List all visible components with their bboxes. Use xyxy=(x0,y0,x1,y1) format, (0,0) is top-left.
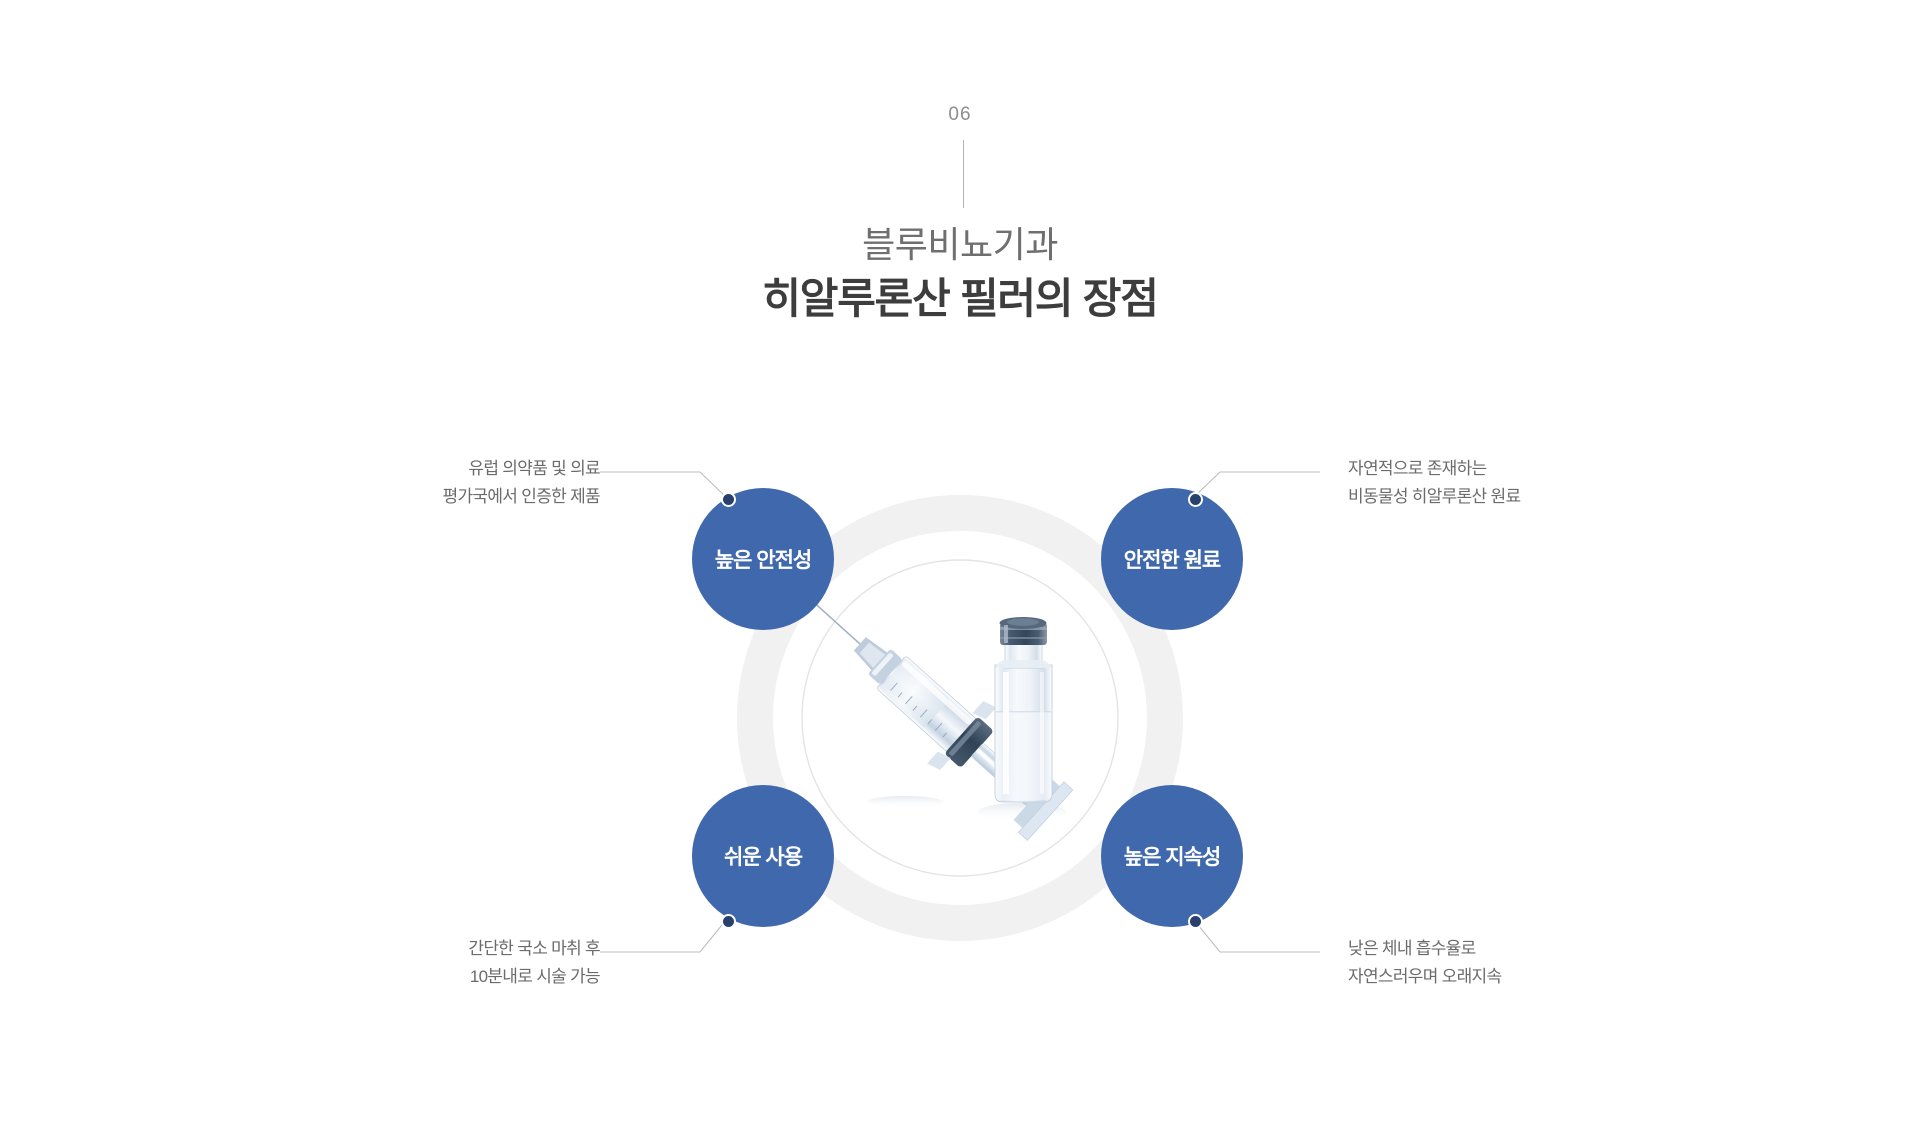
section-divider-line xyxy=(963,140,964,208)
connector-dot-safe-ingredient xyxy=(1188,492,1203,507)
caption-line: 간단한 국소 마취 후 xyxy=(468,939,600,958)
inner-ring xyxy=(801,559,1119,877)
caption-line: 유럽 의약품 및 의료 xyxy=(468,459,600,478)
caption-line: 자연적으로 존재하는 xyxy=(1348,459,1487,478)
caption-long-lasting: 낮은 체내 흡수율로 자연스러우며 오래지속 xyxy=(1348,935,1633,990)
caption-safe-ingredient: 자연적으로 존재하는 비동물성 히알루론산 원료 xyxy=(1348,455,1633,510)
node-easy-use[interactable]: 쉬운 사용 xyxy=(692,785,834,927)
node-label: 안전한 원료 xyxy=(1123,549,1221,572)
connector-line-safe-ingredient xyxy=(1193,471,1320,498)
node-high-safety[interactable]: 높은 안전성 xyxy=(692,488,834,630)
connector-dot-long-lasting xyxy=(1188,914,1203,929)
caption-line: 자연스러우며 오래지속 xyxy=(1348,966,1502,986)
node-safe-ingredient[interactable]: 안전한 원료 xyxy=(1101,488,1243,630)
connector-dot-high-safety xyxy=(721,492,736,507)
caption-line: 낮은 체내 흡수율로 xyxy=(1348,939,1476,958)
title-heading: 히알루론산 필러의 장점 xyxy=(762,275,1159,323)
connector-line-easy-use xyxy=(600,919,727,953)
node-long-lasting[interactable]: 높은 지속성 xyxy=(1101,785,1243,927)
syringe-and-vial-illustration xyxy=(808,597,1074,841)
connector-line-long-lasting xyxy=(1193,919,1320,953)
caption-line: 10분내로 시술 가능 xyxy=(469,966,601,986)
page-title: 블루비뇨기과 히알루론산 필러의 장점 xyxy=(0,222,1920,326)
section-number: 06 xyxy=(948,104,972,125)
connector-line-high-safety xyxy=(600,471,727,498)
caption-line: 평가국에서 인증한 제품 xyxy=(442,486,601,506)
caption-easy-use: 간단한 국소 마취 후 10분내로 시술 가능 xyxy=(315,935,600,990)
connector-dot-easy-use xyxy=(721,914,736,929)
caption-high-safety: 유럽 의약품 및 의료 평가국에서 인증한 제품 xyxy=(315,455,601,510)
caption-line: 비동물성 히알루론산 원료 xyxy=(1348,486,1521,506)
node-label: 쉬운 사용 xyxy=(723,846,803,869)
outer-ring xyxy=(737,495,1183,941)
title-subtitle: 블루비뇨기과 xyxy=(862,224,1058,265)
node-label: 높은 지속성 xyxy=(1123,846,1221,869)
vial xyxy=(994,617,1053,803)
node-label: 높은 안전성 xyxy=(714,549,812,572)
